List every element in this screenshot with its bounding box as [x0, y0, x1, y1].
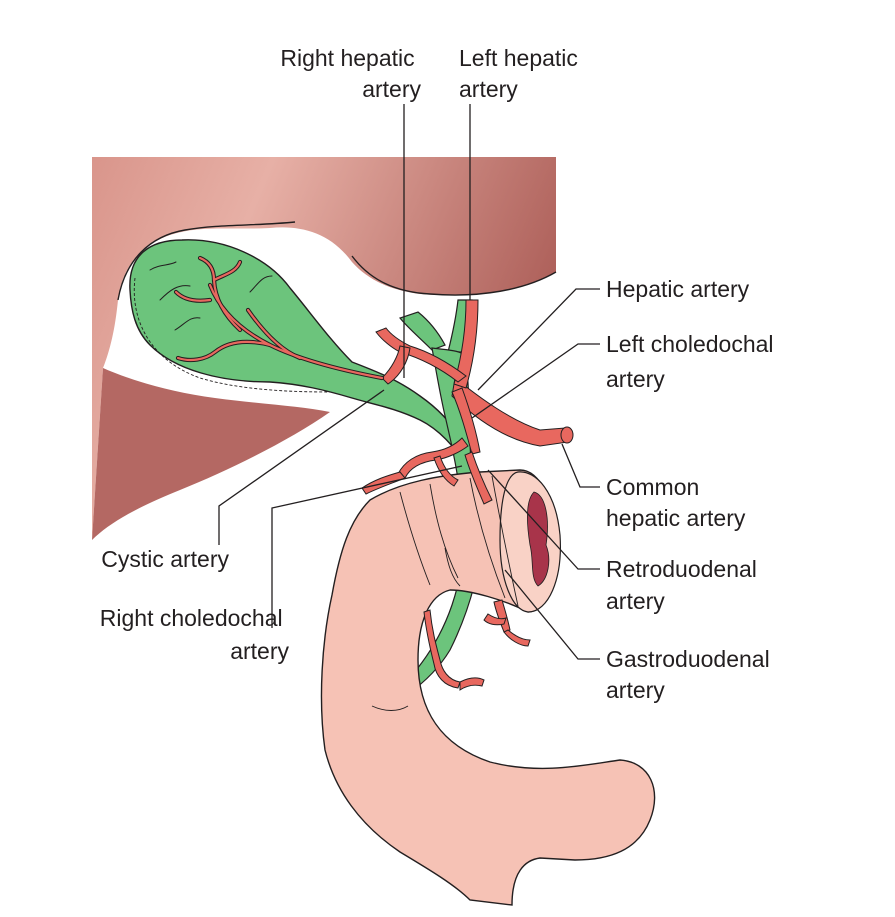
label-hepatic-artery: Hepatic artery	[606, 276, 750, 302]
leader-common-hepatic	[561, 443, 600, 488]
label-cystic-artery: Cystic artery	[101, 546, 229, 572]
leader-hepatic	[477, 288, 600, 391]
leader-cystic	[218, 389, 385, 545]
label-left-hepatic-artery: Left hepatic artery	[459, 45, 584, 102]
leader-left-choledochal	[471, 343, 600, 419]
label-right-hepatic-artery: Right hepatic artery	[280, 45, 421, 102]
label-common-hepatic-artery: Common hepatic artery	[606, 474, 746, 531]
label-right-choledochal-artery: Right choledochal artery	[100, 605, 290, 664]
label-gastroduodenal-artery: Gastroduodenal artery	[606, 646, 776, 703]
label-left-choledochal-artery: Left choledochal artery	[606, 331, 780, 392]
label-retroduodenal-artery: Retroduodenal artery	[606, 556, 763, 614]
labels: Right hepatic artery Left hepatic artery…	[100, 45, 780, 703]
leader-retroduodenal	[487, 469, 600, 570]
liver	[92, 157, 557, 540]
arteries	[361, 299, 574, 691]
gallbladder-vessels	[149, 255, 385, 381]
duodenum	[320, 469, 656, 906]
leader-gastroduodenal	[504, 569, 600, 660]
leader-lines	[218, 104, 600, 660]
leader-right-choledochal	[271, 465, 463, 628]
duodenal-lumen	[526, 491, 550, 587]
